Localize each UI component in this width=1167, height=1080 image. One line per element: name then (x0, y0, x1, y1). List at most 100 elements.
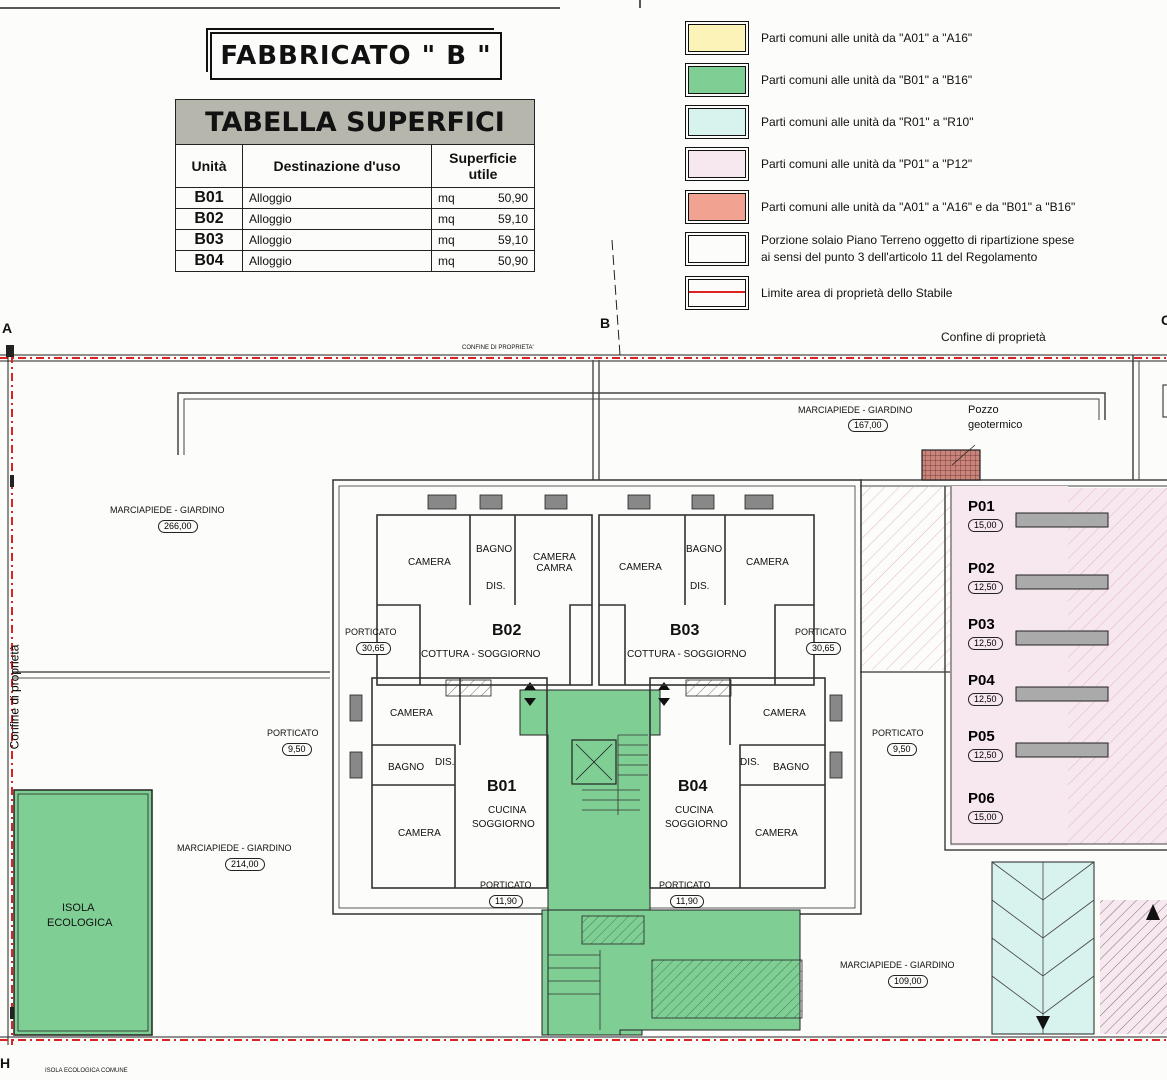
parking-p05: P05 12,50 (968, 728, 1003, 763)
legend-item: Parti comuni alle unità da "R01" a "R10" (685, 105, 973, 139)
parking-p01: P01 15,00 (968, 498, 1003, 533)
section-b-label: B (600, 315, 611, 331)
porticato-label: PORTICATO (659, 880, 711, 890)
garden-label: MARCIAPIEDE - GIARDINO (110, 505, 225, 515)
garden-area: 167,00 (848, 419, 888, 432)
room-bagno: BAGNO (686, 544, 723, 555)
room-cottura-soggiorno: COTTURA - SOGGIORNO (421, 649, 541, 660)
surface-table-heading: TABELLA SUPERFICI (175, 99, 535, 145)
room-bagno: BAGNO (388, 762, 425, 773)
row-use: Alloggio (242, 187, 432, 209)
legend-swatch (685, 232, 749, 266)
legend-item: Parti comuni alle unità da "A01" a "A16"… (685, 190, 1075, 224)
row-value: 50,90 (472, 187, 535, 209)
isola-label: ISOLA (62, 902, 95, 914)
geotermico-label: geotermico (968, 419, 1023, 431)
legend-item: Porzione solaio Piano Terreno oggetto di… (685, 232, 1074, 266)
porticato-label: PORTICATO (267, 728, 319, 738)
room-bagno: BAGNO (476, 544, 513, 555)
parking-id: P02 (968, 560, 995, 577)
row-mq: mq (431, 250, 472, 272)
confine-top-label: CONFINE DI PROPRIETA' (462, 345, 534, 351)
pozzo-label: Pozzo (968, 404, 999, 416)
legend-text: Parti comuni alle unità da "B01" a "B16" (761, 73, 973, 87)
room-dis: DIS. (740, 757, 760, 768)
row-value: 59,10 (472, 229, 535, 251)
col-area: Superficie utile (431, 144, 535, 188)
parking-area: 15,00 (968, 519, 1003, 532)
row-use: Alloggio (242, 229, 432, 251)
section-a-label: A (2, 320, 13, 336)
room-camera: CAMERA (746, 557, 789, 568)
row-value: 50,90 (472, 250, 535, 272)
legend-item: Limite area di proprietà dello Stabile (685, 276, 952, 310)
room-bagno: BAGNO (773, 762, 810, 773)
garden-area: 214,00 (225, 858, 265, 871)
row-unit: B01 (175, 187, 243, 209)
room-camera: CAMERA (755, 828, 798, 839)
table-row: B01 Alloggio mq 50,90 (175, 187, 535, 209)
ecologica-label: ECOLOGICA (47, 917, 113, 929)
garden-area: 109,00 (888, 975, 928, 988)
porticato-label: PORTICATO (345, 627, 397, 637)
room-cucina: CUCINA (488, 805, 527, 816)
surface-table: TABELLA SUPERFICI Unità Destinazione d'u… (175, 99, 535, 272)
room-dis: DIS. (690, 581, 710, 592)
legend-swatch (685, 147, 749, 181)
legend-text: Parti comuni alle unità da "A01" a "A16" (761, 31, 973, 45)
row-unit: B02 (175, 208, 243, 230)
legend-text: Limite area di proprietà dello Stabile (761, 286, 953, 300)
row-use: Alloggio (242, 208, 432, 230)
legend-text: Parti comuni alle unità da "P01" a "P12" (761, 157, 973, 171)
room-camera: CAMERA (763, 708, 806, 719)
parking-p06: P06 15,00 (968, 790, 1003, 825)
parking-bars (1015, 512, 1109, 758)
col-unit: Unità (175, 144, 243, 188)
legend-text: Parti comuni alle unità da "R01" a "R10" (761, 115, 974, 129)
room-cucina: CUCINA (675, 805, 714, 816)
porticato-label: PORTICATO (480, 880, 532, 890)
unit-b04-label: B04 (678, 778, 708, 795)
legend-swatch (685, 63, 749, 97)
porticato-label: PORTICATO (795, 627, 847, 637)
table-row: B02 Alloggio mq 59,10 (175, 208, 535, 230)
porticato-label: PORTICATO (872, 728, 924, 738)
building-title: FABBRICATO " B " (220, 41, 492, 71)
garden-label: MARCIAPIEDE - GIARDINO (840, 960, 955, 970)
parking-p03: P03 12,50 (968, 616, 1003, 651)
legend-item: Parti comuni alle unità da "B01" a "B16" (685, 63, 972, 97)
isola-bottom-label: ISOLA ECOLOGICA COMUNE (45, 1068, 128, 1074)
table-row: B04 Alloggio mq 50,90 (175, 250, 535, 272)
parking-area: 15,00 (968, 811, 1003, 824)
row-value: 59,10 (472, 208, 535, 230)
parking-p02: P02 12,50 (968, 560, 1003, 595)
confine-left-label: Confine di proprietà (7, 644, 22, 750)
porticato-area: 11,90 (670, 895, 704, 908)
porticato-area: 30,65 (806, 642, 841, 655)
row-use: Alloggio (242, 250, 432, 272)
parking-id: P04 (968, 672, 995, 689)
garden-area: 266,00 (158, 520, 198, 533)
parking-area: 12,50 (968, 693, 1003, 706)
legend-swatch (685, 105, 749, 139)
room-dis: DIS. (435, 757, 455, 768)
row-mq: mq (431, 187, 472, 209)
room-camera: CAMERA (398, 828, 441, 839)
porticato-area: 11,90 (489, 895, 523, 908)
room-camera: CAMERA (408, 557, 451, 568)
col-use: Destinazione d'uso (242, 144, 432, 188)
legend-text-line2: ai sensi del punto 3 dell'articolo 11 de… (761, 250, 1038, 264)
parking-area: 12,50 (968, 749, 1003, 762)
room-soggiorno: SOGGIORNO (472, 819, 535, 830)
parking-id: P05 (968, 728, 995, 745)
room-camera: CAMERA (390, 708, 433, 719)
unit-b03-label: B03 (670, 622, 700, 639)
parking-p04: P04 12,50 (968, 672, 1003, 707)
garden-label: MARCIAPIEDE - GIARDINO (798, 405, 913, 415)
parking-id: P01 (968, 498, 995, 515)
legend-item: Parti comuni alle unità da "P01" a "P12" (685, 147, 972, 181)
parking-area: 12,50 (968, 581, 1003, 594)
row-unit: B04 (175, 250, 243, 272)
